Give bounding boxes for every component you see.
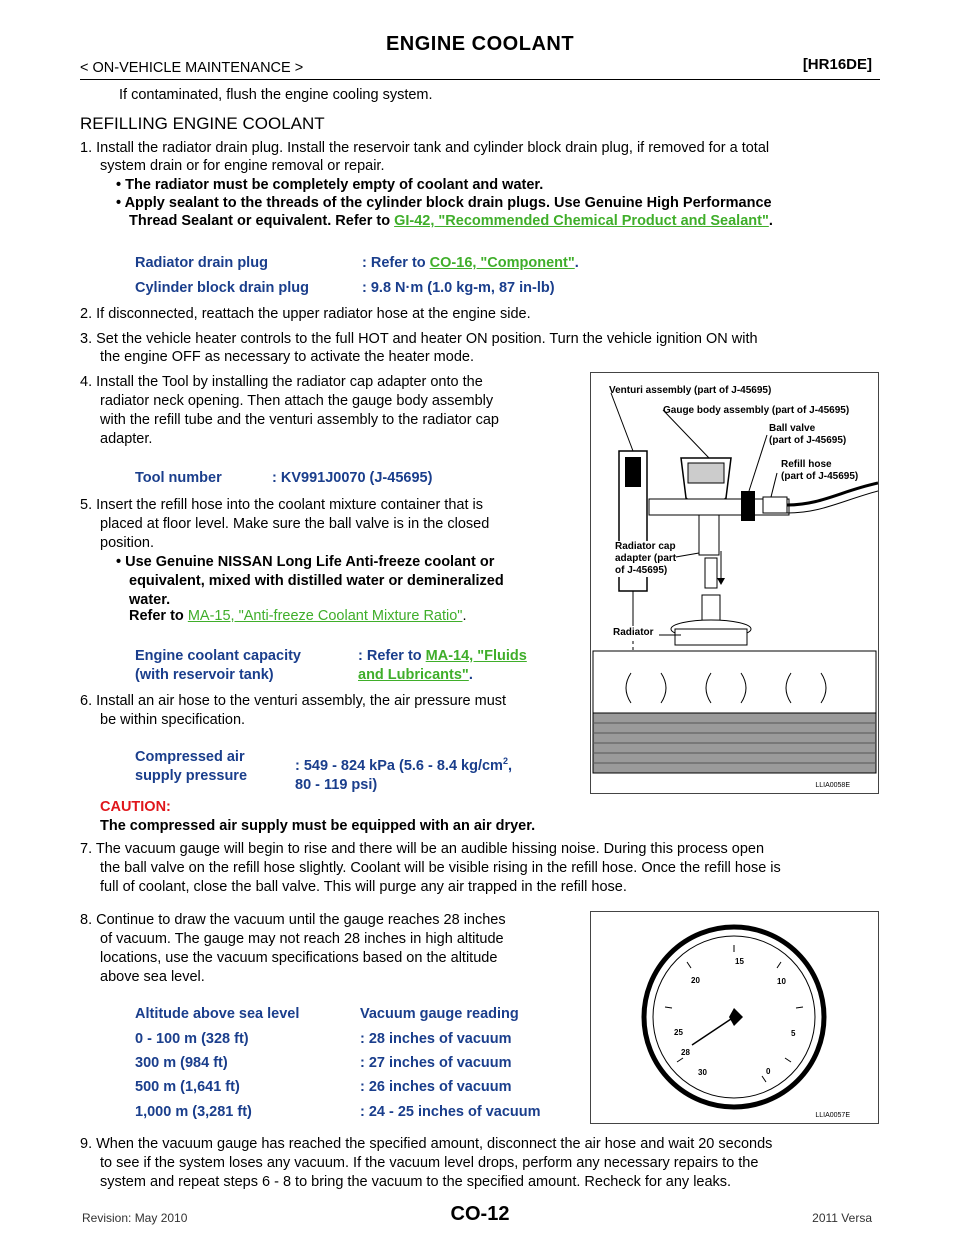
page-number: CO-12 [450, 1203, 510, 1225]
spec-cylinder-drain-label: Cylinder block drain plug [135, 280, 310, 296]
caution-text: The compressed air supply must be equipp… [100, 818, 536, 834]
step-1-bullet-2: • Apply sealant to the threads of the cy… [116, 195, 772, 211]
header-rule [80, 79, 880, 80]
dial-0: 0 [766, 1067, 771, 1076]
altitude-row-1: 0 - 100 m (328 ft) [135, 1031, 249, 1047]
dial-28: 28 [681, 1048, 690, 1057]
air-pressure-value: : 549 - 824 kPa (5.6 - 8.4 kg/cm2, 80 - … [295, 756, 512, 793]
step-5: 5. Insert the refill hose into the coola… [80, 497, 490, 551]
spec-radiator-drain-label: Radiator drain plug [135, 255, 268, 271]
step-4: 4. Install the Tool by installing the ra… [80, 374, 499, 447]
coolant-capacity-value: : Refer to MA-14, "Fluids and Lubricants… [358, 648, 527, 683]
figure2-code: LLIA0057E [815, 1112, 850, 1119]
spec-radiator-drain-value: : Refer to CO-16, "Component". [362, 255, 579, 271]
tool-number-value: : KV991J0070 (J-45695) [272, 470, 433, 486]
model-code: [HR16DE] [802, 56, 872, 73]
step-1-line1: 1. Install the radiator drain plug. Inst… [80, 140, 770, 156]
coolant-capacity-label: Engine coolant capacity(with reservoir t… [135, 648, 301, 683]
label-gauge-body: Gauge body assembly (part of J-45695) [663, 405, 850, 416]
tool-diagram-figure: Venturi assembly (part of J-45695) Gauge… [590, 372, 879, 794]
dial-20: 20 [691, 976, 700, 985]
intro-text: If contaminated, flush the engine coolin… [119, 87, 433, 103]
vacuum-row-3: : 26 inches of vacuum [360, 1079, 512, 1095]
altitude-header: Altitude above sea level [135, 1006, 300, 1022]
dial-25: 25 [674, 1028, 683, 1037]
label-radiator: Radiator [613, 627, 654, 638]
footer-revision: Revision: May 2010 [82, 1211, 188, 1225]
altitude-row-3: 500 m (1,641 ft) [135, 1079, 240, 1095]
step-6: 6. Install an air hose to the venturi as… [80, 693, 507, 728]
vacuum-header: Vacuum gauge reading [360, 1006, 519, 1022]
vacuum-row-4: : 24 - 25 inches of vacuum [360, 1104, 541, 1120]
ma-14-link-cont[interactable]: and Lubricants" [358, 667, 469, 683]
step-5-bullet: • Use Genuine NISSAN Long Life Anti-free… [116, 554, 504, 608]
ma-15-link[interactable]: MA-15, "Anti-freeze Coolant Mixture Rati… [187, 608, 463, 624]
altitude-row-2: 300 m (984 ft) [135, 1055, 228, 1071]
altitude-row-4: 1,000 m (3,281 ft) [135, 1104, 252, 1120]
dial-5: 5 [791, 1029, 796, 1038]
step-7: 7. The vacuum gauge will begin to rise a… [80, 841, 781, 895]
dial-15: 15 [735, 957, 744, 966]
footer-vehicle: 2011 Versa [812, 1211, 872, 1225]
vacuum-gauge-icon [641, 924, 827, 1110]
spec-cylinder-drain-value: : 9.8 N·m (1.0 kg-m, 87 in-lb) [362, 280, 555, 296]
label-venturi: Venturi assembly (part of J-45695) [609, 385, 772, 396]
vacuum-row-1: : 28 inches of vacuum [360, 1031, 512, 1047]
gi-42-link[interactable]: GI-42, "Recommended Chemical Product and… [394, 213, 769, 229]
step-3-line1: 3. Set the vehicle heater controls to th… [80, 331, 758, 347]
figure1-code: LLIA0058E [815, 782, 850, 789]
section-heading: REFILLING ENGINE COOLANT [80, 114, 325, 133]
step-2: 2. If disconnected, reattach the upper r… [80, 306, 531, 322]
vacuum-gauge-figure: 15 10 20 25 5 28 30 0 LLIA0057E [590, 911, 879, 1124]
step-3-line2: the engine OFF as necessary to activate … [100, 349, 474, 365]
step-1-bullet-2-line2: Thread Sealant or equivalent. Refer to G… [129, 213, 773, 229]
caution-title: CAUTION: [100, 799, 171, 815]
dial-10: 10 [777, 977, 786, 986]
dial-30: 30 [698, 1068, 707, 1077]
ma-14-link[interactable]: MA-14, "Fluids [425, 648, 527, 664]
step-5-refer: Refer to MA-15, "Anti-freeze Coolant Mix… [129, 608, 467, 624]
step-9: 9. When the vacuum gauge has reached the… [80, 1136, 773, 1190]
tool-number-label: Tool number [135, 470, 222, 486]
label-ball-valve: Ball valve(part of J-45695) [769, 423, 847, 446]
section-breadcrumb: < ON-VEHICLE MAINTENANCE > [80, 60, 304, 76]
vacuum-row-2: : 27 inches of vacuum [360, 1055, 512, 1071]
page-title: ENGINE COOLANT [385, 33, 575, 55]
tool-diagram [592, 392, 879, 774]
step-1-line2: system drain or for engine removal or re… [100, 158, 385, 174]
label-refill-hose: Refill hose(part of J-45695) [781, 459, 859, 482]
co-16-link[interactable]: CO-16, "Component" [429, 255, 575, 271]
step-1-bullet-1: • The radiator must be completely empty … [116, 177, 544, 193]
step-8: 8. Continue to draw the vacuum until the… [80, 912, 506, 985]
